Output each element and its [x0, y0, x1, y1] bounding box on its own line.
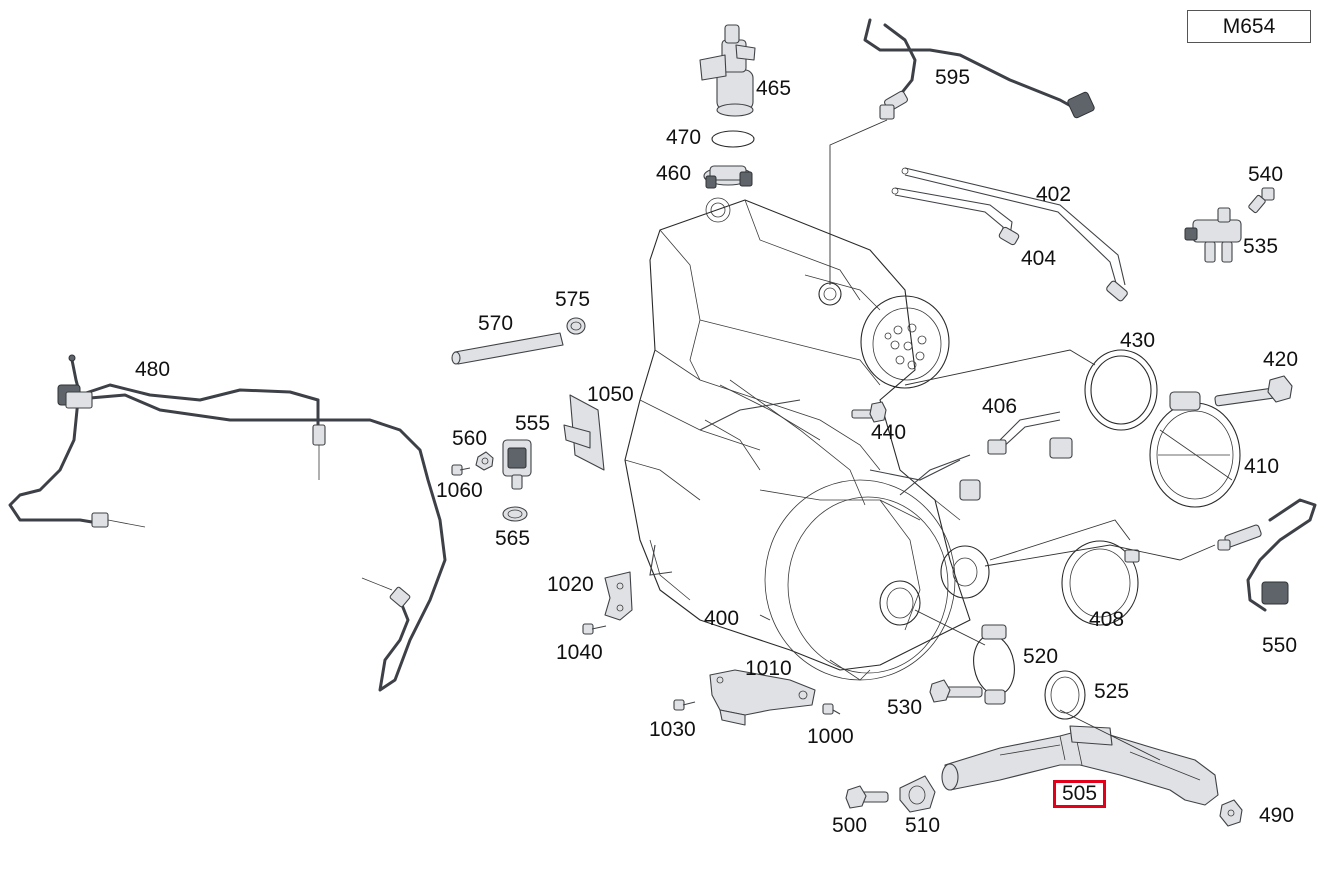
callout-520[interactable]: 520 [1023, 645, 1059, 668]
callout-505-highlighted[interactable]: 505 [1053, 780, 1107, 808]
callout-510[interactable]: 510 [905, 814, 941, 837]
exhaust-pipe-505 [941, 709, 1219, 806]
callout-410[interactable]: 410 [1244, 455, 1280, 478]
callout-408[interactable]: 408 [1089, 608, 1125, 631]
bolt-490 [1219, 799, 1243, 827]
ring-430 [904, 349, 1158, 431]
pipe-570 [451, 332, 564, 365]
bolt-540 [1248, 187, 1275, 214]
callout-400[interactable]: 400 [704, 607, 740, 630]
callout-525[interactable]: 525 [1094, 680, 1130, 703]
bolt-530 [929, 679, 983, 703]
connector-near-housing [959, 479, 981, 501]
bolt-1000 [822, 703, 841, 715]
callout-560[interactable]: 560 [452, 427, 488, 450]
sensor-555 [502, 439, 532, 490]
temperature-sensor-harness-480 [8, 354, 447, 692]
callout-402[interactable]: 402 [1036, 183, 1072, 206]
bolt-1040 [582, 623, 607, 635]
callout-595[interactable]: 595 [935, 66, 971, 89]
callout-420[interactable]: 420 [1263, 348, 1299, 371]
v-band-clamp-410 [1149, 391, 1241, 508]
callout-460[interactable]: 460 [656, 162, 692, 185]
nox-sensor-595 [829, 18, 1095, 285]
engine-code-box: M654 [1187, 10, 1311, 43]
adblue-dosing-module [699, 24, 756, 117]
pipes-402-404 [891, 167, 1128, 302]
bolt-1060 [451, 464, 471, 476]
callout-1050[interactable]: 1050 [587, 383, 634, 406]
callout-1040[interactable]: 1040 [556, 641, 603, 664]
nut-560 [475, 451, 494, 471]
gasket-470 [711, 130, 755, 148]
callout-440[interactable]: 440 [871, 421, 907, 444]
bolt-1030 [673, 699, 696, 711]
callout-430[interactable]: 430 [1120, 329, 1156, 352]
callout-1060[interactable]: 1060 [436, 479, 483, 502]
pipe-406 [987, 411, 1073, 459]
callout-540[interactable]: 540 [1248, 163, 1284, 186]
bolt-440 [851, 401, 887, 423]
callout-465[interactable]: 465 [756, 77, 792, 100]
callout-535[interactable]: 535 [1243, 235, 1279, 258]
callout-1030[interactable]: 1030 [649, 718, 696, 741]
callout-1000[interactable]: 1000 [807, 725, 854, 748]
callout-406[interactable]: 406 [982, 395, 1018, 418]
bracket-1050 [563, 394, 605, 471]
callout-1020[interactable]: 1020 [547, 573, 594, 596]
callout-480[interactable]: 480 [135, 358, 171, 381]
bracket-1020 [604, 571, 633, 621]
leader-400 [759, 614, 771, 621]
callout-490[interactable]: 490 [1259, 804, 1295, 827]
callout-1010[interactable]: 1010 [745, 657, 792, 680]
sensor-550 [984, 498, 1317, 612]
dosing-valve-flange-460 [703, 165, 753, 189]
callout-565[interactable]: 565 [495, 527, 531, 550]
pressure-sensor-535 [1184, 207, 1242, 263]
clamp-565 [502, 506, 528, 522]
exhaust-aftertreatment-housing [624, 197, 990, 681]
ring-525 [1044, 670, 1086, 720]
callout-570[interactable]: 570 [478, 312, 514, 335]
callout-470[interactable]: 470 [666, 126, 702, 149]
callout-555[interactable]: 555 [515, 412, 551, 435]
bolt-420 [1214, 375, 1293, 407]
bracket-1010 [709, 669, 816, 726]
callout-530[interactable]: 530 [887, 696, 923, 719]
clamp-575 [566, 317, 586, 335]
callout-500[interactable]: 500 [832, 814, 868, 837]
clamp-510 [899, 775, 936, 813]
callout-404[interactable]: 404 [1021, 247, 1057, 270]
callout-550[interactable]: 550 [1262, 634, 1298, 657]
bolt-500 [845, 785, 889, 809]
callout-575[interactable]: 575 [555, 288, 591, 311]
v-band-clamp-520 [914, 609, 1015, 705]
shield-408 [989, 519, 1140, 626]
